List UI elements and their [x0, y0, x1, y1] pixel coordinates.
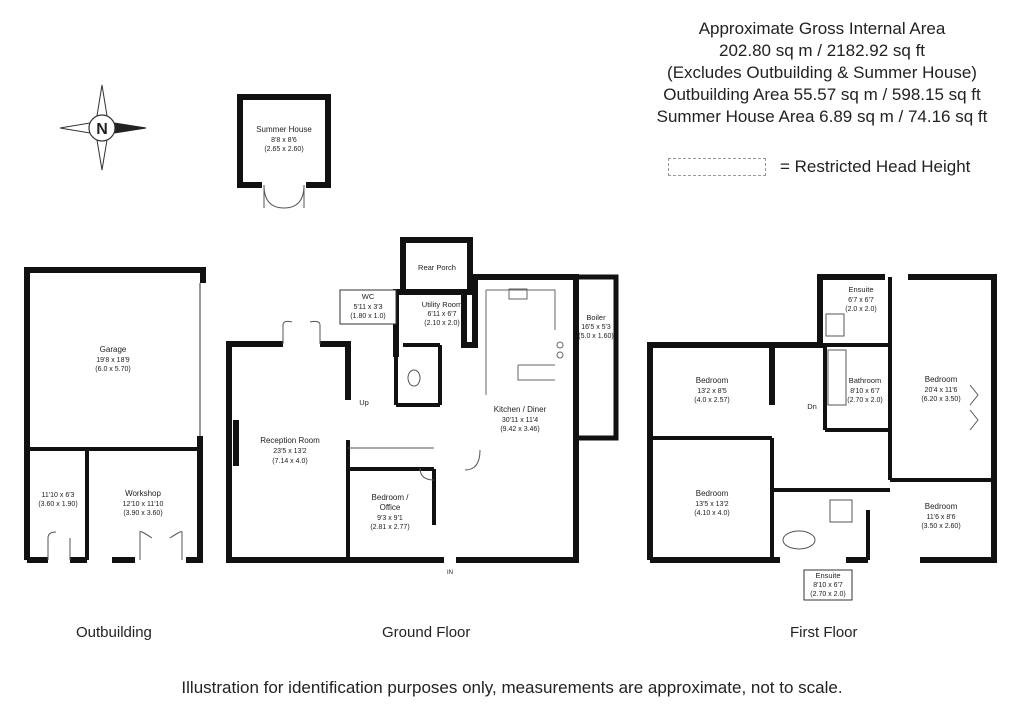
store-imperial: 11'10 x 6'3 — [42, 492, 75, 499]
bedroom-4-metric: (3.50 x 2.60) — [921, 523, 960, 530]
restricted-height-swatch — [668, 158, 766, 176]
reception-metric: (7.14 x 4.0) — [272, 458, 307, 465]
outbuilding-label: Outbuilding — [76, 624, 152, 641]
ensuite-bottom-name: Ensuite — [815, 571, 840, 580]
ground-floor-plan: Reception Room 23'5 x 13'2 (7.14 x 4.0) … — [226, 237, 619, 576]
bathroom-metric: (2.70 x 2.0) — [847, 397, 882, 404]
utility-imperial: 6'11 x 6'7 — [427, 311, 456, 318]
rear-porch-name: Rear Porch — [418, 263, 456, 272]
area-outbuilding: Outbuilding Area 55.57 sq m / 598.15 sq … — [663, 85, 981, 104]
bedroom-2-imperial: 20'4 x 11'6 — [925, 387, 958, 394]
store-metric: (3.60 x 1.90) — [38, 501, 77, 508]
legend-label: = Restricted Head Height — [780, 157, 971, 176]
utility-name: Utility Room — [422, 300, 462, 309]
kitchen-name: Kitchen / Diner — [494, 405, 547, 414]
bedroom-3-imperial: 13'5 x 13'2 — [695, 501, 729, 508]
kitchen-imperial: 30'11 x 11'4 — [502, 417, 538, 424]
legend: = Restricted Head Height — [668, 157, 970, 177]
bedroom-4-name: Bedroom — [925, 502, 958, 511]
outbuilding-plan: Garage 19'8 x 18'9 (6.0 x 5.70) 11'10 x … — [24, 267, 206, 563]
reception-imperial: 23'5 x 13'2 — [273, 448, 307, 455]
boiler-metric: (5.0 x 1.60) — [578, 333, 613, 340]
bedroom-1-name: Bedroom — [696, 376, 729, 385]
stairs-down-label: Dn — [807, 402, 817, 411]
bedroom-2-name: Bedroom — [925, 375, 958, 384]
disclaimer: Illustration for identification purposes… — [181, 678, 843, 697]
bedroom-office-name-1: Bedroom / — [372, 493, 410, 502]
bedroom-office-metric: (2.81 x 2.77) — [370, 524, 409, 531]
bedroom-3-metric: (4.10 x 4.0) — [694, 510, 729, 517]
summer-house-metric: (2.65 x 2.60) — [264, 146, 303, 153]
garage-name: Garage — [100, 345, 127, 354]
workshop-name: Workshop — [125, 489, 161, 498]
ensuite-bottom-imperial: 8'10 x 6'7 — [813, 582, 843, 589]
first-floor-plan: Ensuite 6'7 x 6'7 (2.0 x 2.0) Bedroom 13… — [647, 274, 997, 601]
area-summary: Approximate Gross Internal Area 202.80 s… — [642, 18, 1002, 128]
bedroom-1-imperial: 13'2 x 8'5 — [697, 388, 727, 395]
ensuite-top-name: Ensuite — [848, 285, 873, 294]
summer-house-imperial: 8'8 x 8'6 — [271, 137, 297, 144]
workshop-metric: (3.90 x 3.60) — [123, 510, 162, 517]
bedroom-2-metric: (6.20 x 3.50) — [921, 396, 960, 403]
summer-house-name: Summer House — [256, 125, 312, 134]
entrance-label: IN — [447, 570, 453, 576]
bathroom-name: Bathroom — [849, 376, 882, 385]
area-title: Approximate Gross Internal Area — [698, 19, 946, 38]
boiler-imperial: 16'5 x 5'3 — [581, 324, 611, 331]
ensuite-top-metric: (2.0 x 2.0) — [845, 306, 877, 313]
kitchen-metric: (9.42 x 3.46) — [500, 426, 539, 433]
first-floor-label: First Floor — [790, 624, 858, 641]
garage-imperial: 19'8 x 18'9 — [96, 357, 130, 364]
wc-imperial: 5'11 x 3'3 — [353, 304, 382, 311]
area-gross: 202.80 sq m / 2182.92 sq ft — [718, 41, 926, 60]
utility-metric: (2.10 x 2.0) — [424, 320, 459, 327]
reception-name: Reception Room — [260, 436, 320, 445]
bedroom-1-metric: (4.0 x 2.57) — [694, 397, 729, 404]
ground-floor-label: Ground Floor — [382, 624, 471, 641]
bedroom-3-name: Bedroom — [696, 489, 729, 498]
compass-icon: N — [59, 84, 147, 171]
bedroom-office-imperial: 9'3 x 9'1 — [377, 515, 403, 522]
boiler-name: Boiler — [586, 313, 606, 322]
workshop-imperial: 12'10 x 11'10 — [123, 501, 164, 508]
garage-metric: (6.0 x 5.70) — [95, 366, 130, 373]
bedroom-4-imperial: 11'6 x 8'6 — [926, 514, 955, 521]
stairs-up-label: Up — [359, 398, 369, 407]
compass-letter: N — [96, 121, 108, 138]
bathroom-imperial: 8'10 x 6'7 — [850, 388, 880, 395]
wc-metric: (1.80 x 1.0) — [350, 313, 385, 320]
wc-name: WC — [362, 292, 375, 301]
bedroom-office-name-2: Office — [380, 503, 401, 512]
ensuite-top-imperial: 6'7 x 6'7 — [848, 297, 874, 304]
area-summer-house: Summer House Area 6.89 sq m / 74.16 sq f… — [656, 107, 988, 126]
area-exclusions: (Excludes Outbuilding & Summer House) — [667, 63, 977, 82]
ensuite-bottom-metric: (2.70 x 2.0) — [810, 591, 845, 598]
summer-house: Summer House 8'8 x 8'6 (2.65 x 2.60) — [237, 94, 331, 209]
